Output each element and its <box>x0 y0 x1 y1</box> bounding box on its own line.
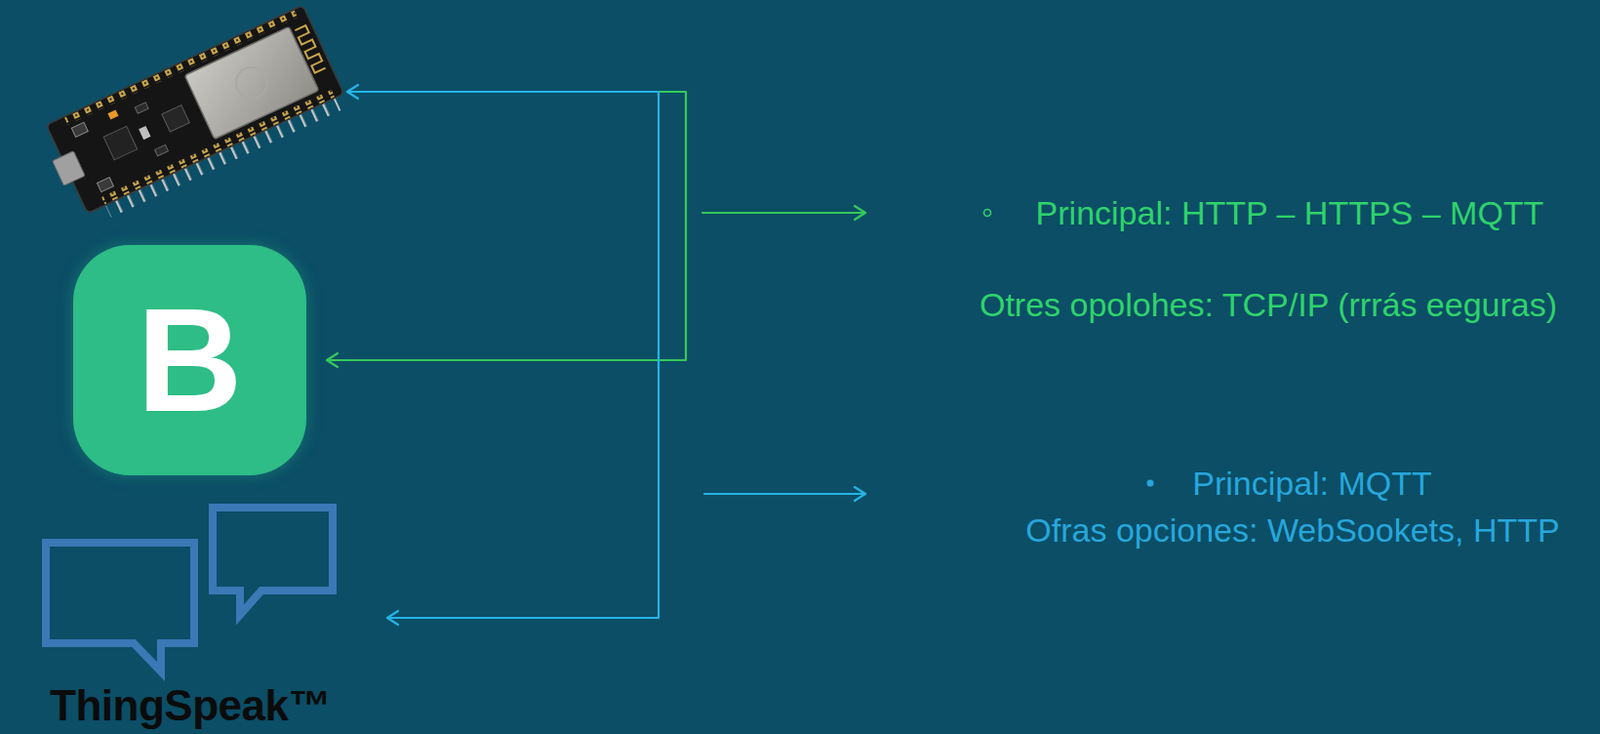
label-holder: Ofras opciones: WebSookets, HTTP <box>1025 510 1560 551</box>
logo-wordmark: ThingSpeak™ <box>49 682 331 728</box>
regulator <box>161 105 190 132</box>
logo-letter: B <box>136 286 242 434</box>
arrowhead <box>387 610 399 625</box>
arrowhead <box>854 486 866 501</box>
arrowhead <box>347 84 359 99</box>
label-holder: Otres opolohes: TCP/IP (rrrás eeguras) <box>979 284 1558 325</box>
speech-bubble <box>45 542 195 672</box>
thingspeak-logo: ThingSpeak™ <box>39 499 342 732</box>
arrowhead <box>854 205 866 220</box>
connection-line <box>326 91 686 360</box>
button <box>97 177 115 193</box>
protocol-note: Principal: MQTT <box>1192 463 1433 504</box>
bullet <box>1147 480 1155 487</box>
label-holder: Principal: HTTP – HTTPS – MQTT <box>1036 193 1545 234</box>
protocol-note: Principal: HTTP – HTTPS – MQTT <box>1036 193 1545 234</box>
rf-shield <box>184 26 319 139</box>
component <box>138 125 151 140</box>
speech-bubble <box>212 507 333 615</box>
pointer-arrow <box>702 211 866 214</box>
component <box>155 144 169 156</box>
component <box>134 102 149 114</box>
arrowhead <box>326 353 338 367</box>
shield-logo <box>231 62 274 105</box>
led <box>107 109 119 120</box>
connection-line <box>347 91 659 618</box>
antenna <box>294 25 325 74</box>
pcb <box>45 4 344 213</box>
bullet <box>984 209 992 217</box>
protocol-note: Otres opolohes: TCP/IP (rrrás eeguras) <box>979 284 1558 325</box>
usb-port <box>52 151 86 187</box>
chip <box>103 125 138 160</box>
button <box>71 121 88 137</box>
label-holder: Principal: MQTT <box>1192 463 1433 504</box>
blynk-logo: B <box>73 244 307 476</box>
pointer-arrow <box>704 492 866 495</box>
esp32-board <box>37 4 350 230</box>
protocol-note: Ofras opciones: WebSookets, HTTP <box>1025 510 1560 551</box>
